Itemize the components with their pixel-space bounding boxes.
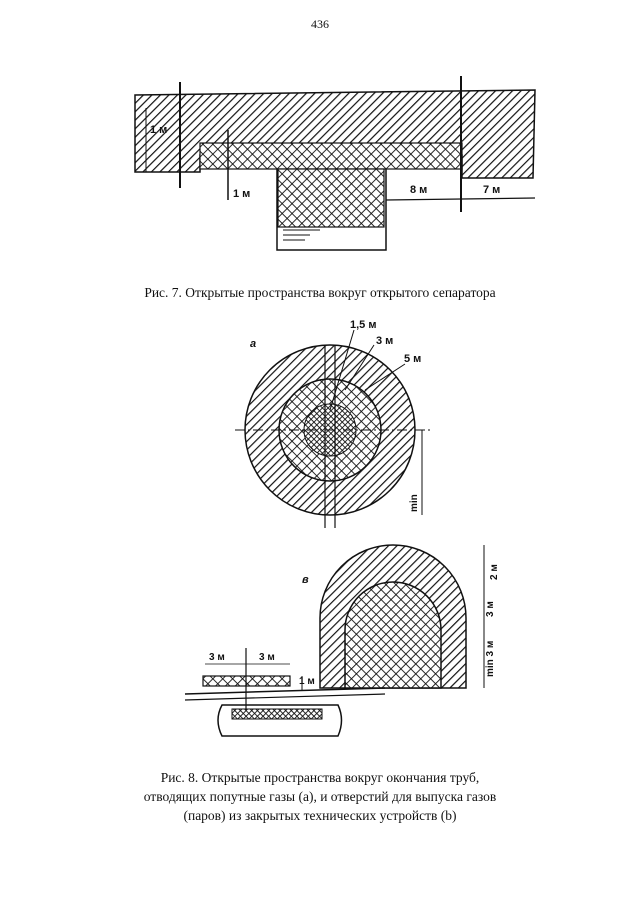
inner-zone-strip — [199, 142, 463, 170]
fig7-label-7m: 7 м — [483, 184, 500, 196]
fig8b-label-right-3m: 3 м — [259, 652, 275, 663]
fig7-label-height: 1 м — [150, 124, 167, 136]
figure-7-diagram — [134, 76, 536, 251]
fig8b-label-2m: 2 м — [489, 564, 500, 580]
fig8-caption-line-1: Рис. 8. Открытые пространства вокруг око… — [160, 770, 480, 785]
fig7-label-8m: 8 м — [410, 184, 427, 196]
fig8a-label: a — [250, 338, 256, 350]
fig8a-label-3m: 3 м — [376, 335, 393, 347]
fig8b-label-min-3m: min 3 м — [485, 641, 496, 677]
fig7-label-1m: 1 м — [233, 188, 250, 200]
fig8b-label-3m: 3 м — [485, 601, 496, 617]
fig8a-label-1-5m: 1,5 м — [350, 319, 377, 331]
fig8b-label-left-3m: 3 м — [209, 652, 225, 663]
fig8a-label-min: min — [409, 494, 420, 512]
fig8-caption-line-3: (паров) из закрытых технических устройст… — [183, 808, 457, 823]
arch-inner-zone — [344, 581, 442, 689]
inner-zone-block — [277, 168, 385, 228]
fig8b-label-1m: 1 м — [299, 676, 315, 687]
fig8b-label: в — [302, 574, 309, 586]
page-number: 436 — [311, 17, 329, 31]
figure-8a-diagram — [235, 329, 430, 528]
fig7-caption: Рис. 7. Открытые пространства вокруг отк… — [144, 285, 496, 300]
figure-8b-diagram — [184, 544, 485, 737]
fig8-caption-line-2: отводящих попутные газы (а), и отверстий… — [143, 789, 497, 804]
fig8a-label-5m: 5 м — [404, 353, 421, 365]
